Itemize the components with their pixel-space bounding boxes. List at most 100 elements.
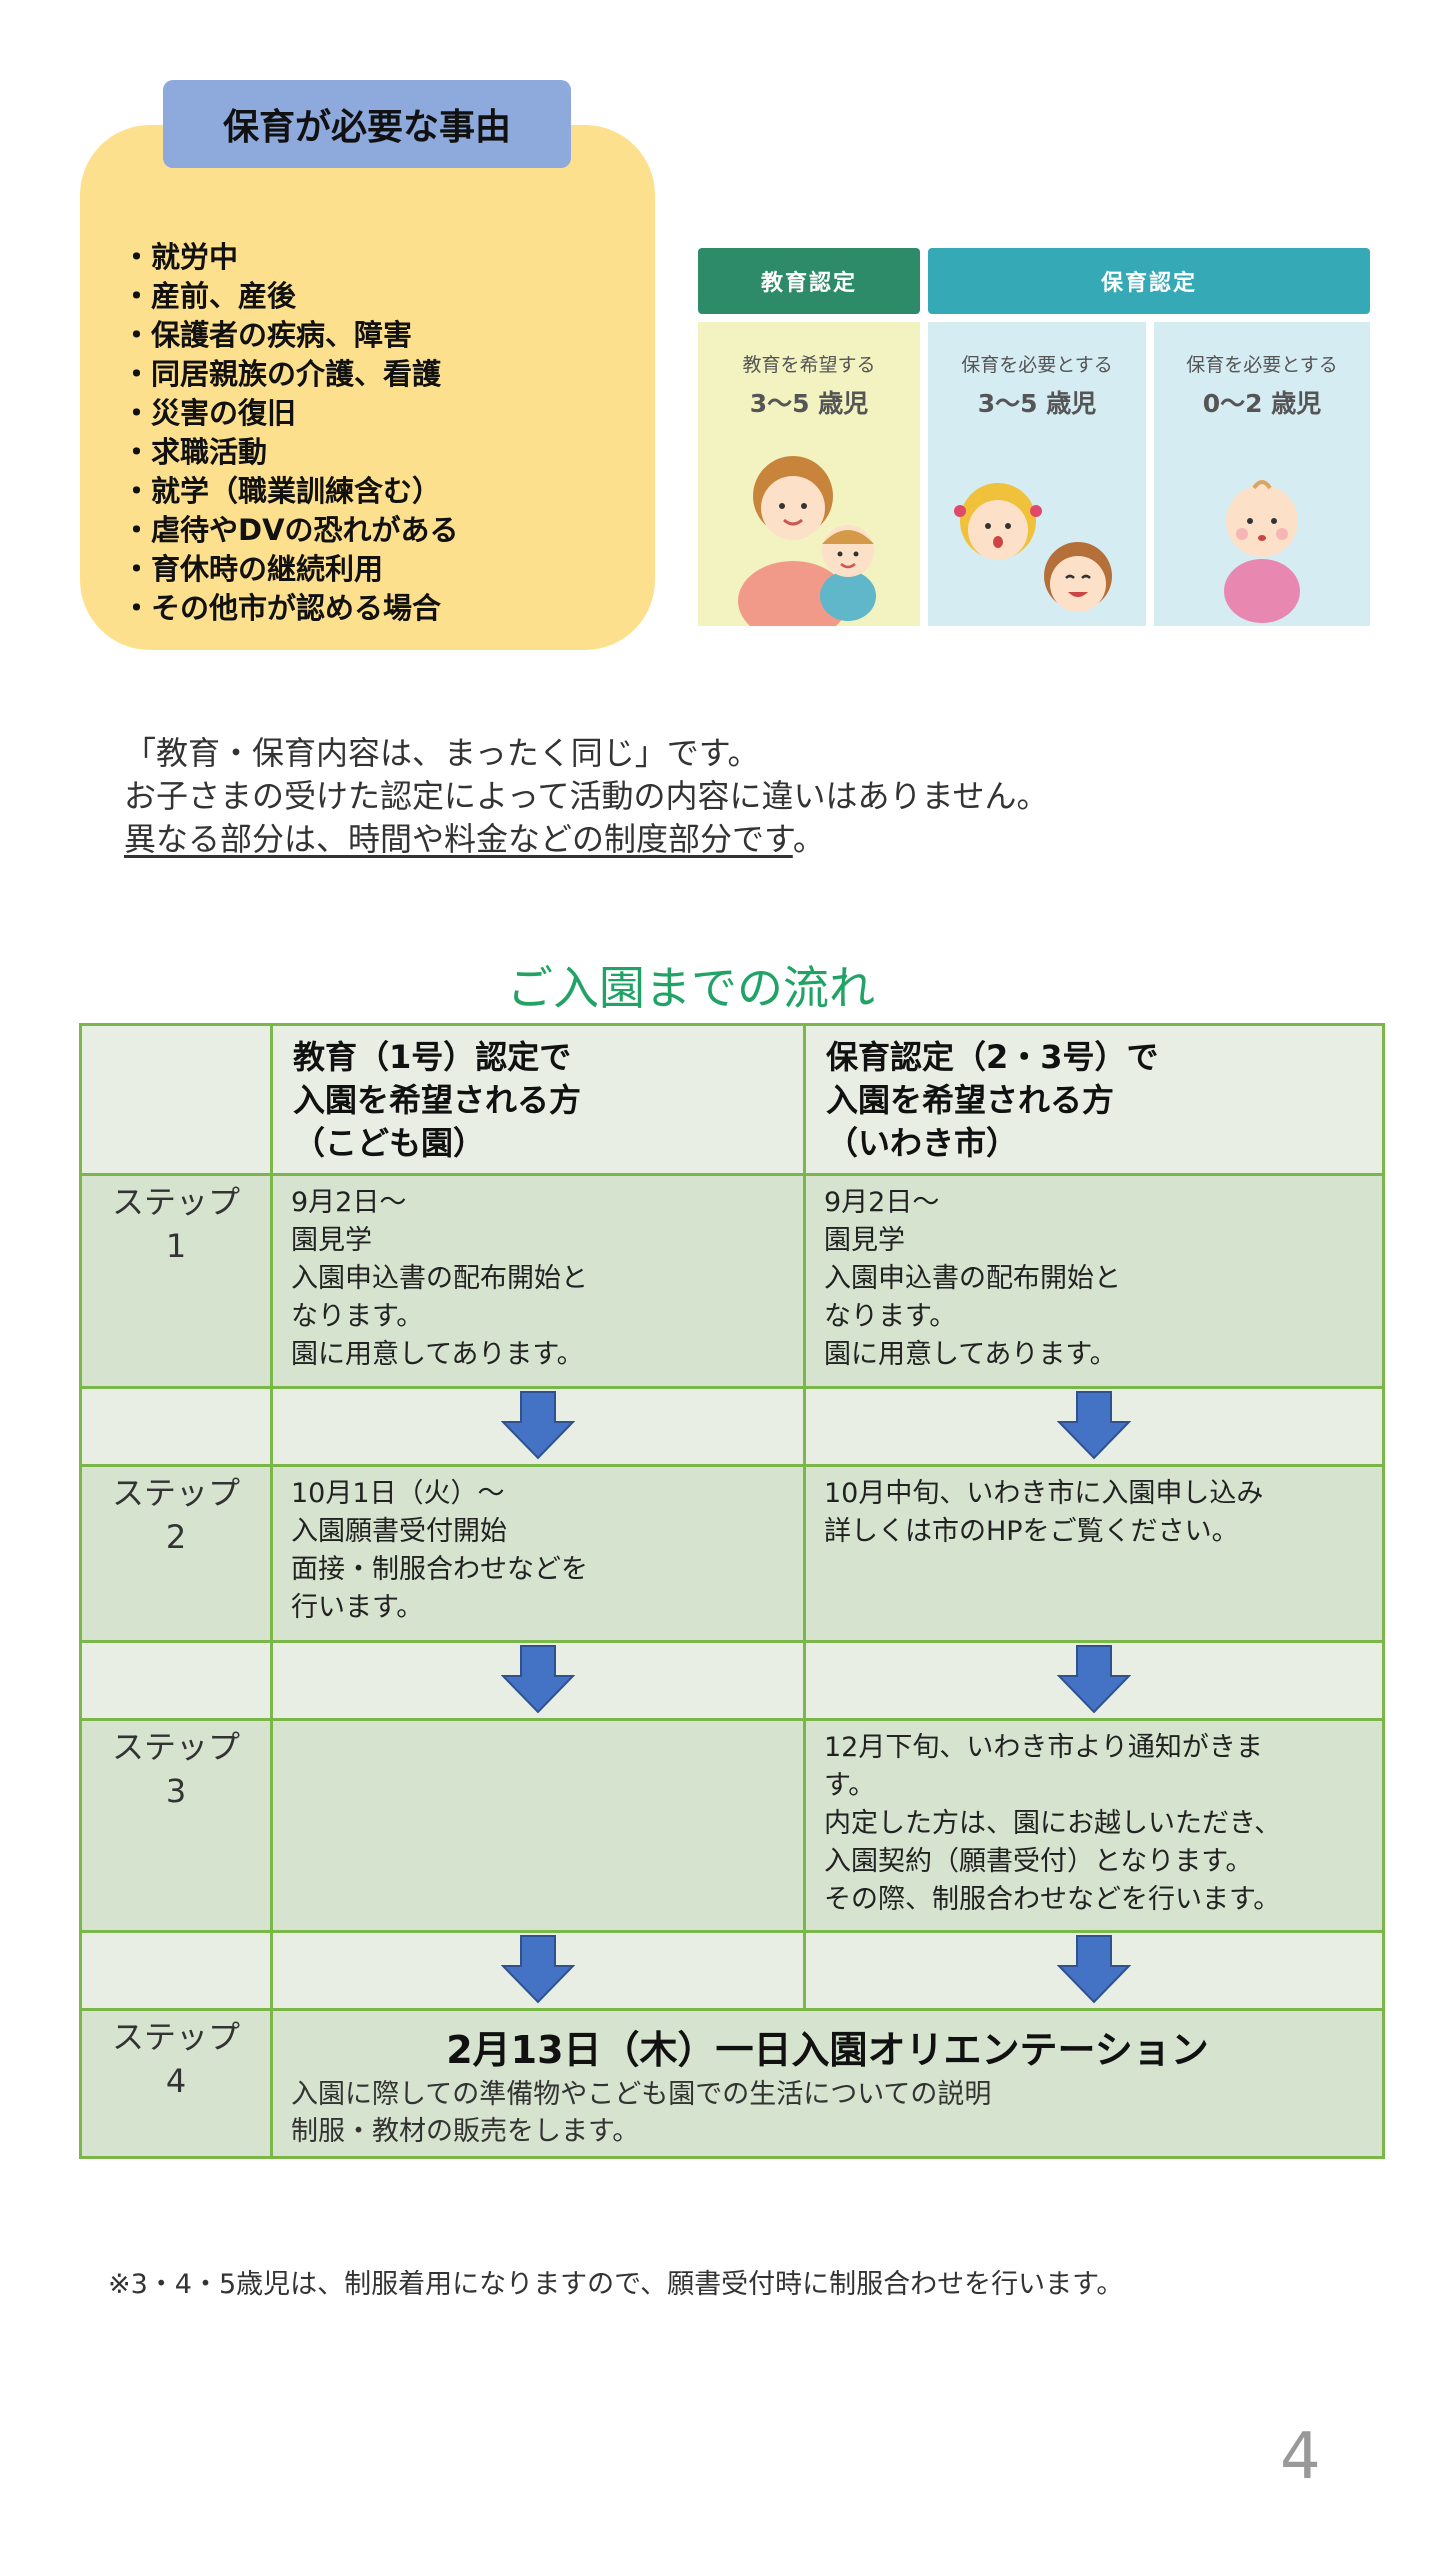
mother-child-illustration [738, 456, 876, 626]
panel-subtitle: 保育を必要とする [961, 354, 1113, 376]
step-number: 1 [165, 1227, 187, 1265]
cell-line: 園見学 [824, 1225, 905, 1256]
cell-line: 9月2日〜 [824, 1187, 940, 1218]
arrow-cell [270, 1930, 806, 2011]
step-label-cell: ステップ 3 [79, 1718, 273, 1933]
footnote: ※3・4・5歳児は、制服着用になりますので、願書受付時に制服合わせを行います。 [108, 2269, 1124, 2300]
header-line: 入園を希望される方 [293, 1081, 582, 1119]
table-row-step-4: ステップ 4 2月13日（木）一日入園オリエンテーション 入園に際しての準備物や… [79, 2008, 1385, 2159]
arrow-cell [270, 1386, 806, 1467]
step-label-cell: ステップ 2 [79, 1464, 273, 1643]
arrow-empty-cell [79, 1930, 273, 2011]
info-underlined-text: 異なる部分は、時間や料金などの制度部分です [124, 820, 793, 858]
arrow-empty-cell [79, 1640, 273, 1721]
step-label-cell: ステップ 4 [79, 2008, 273, 2159]
step2-col1: 10月1日（火）〜 入園願書受付開始 面接・制服合わせなどを 行います。 [270, 1464, 806, 1643]
certification-chart: 教育認定 保育認定 教育を希望する 3〜5 歳児 保育を必要とする 3〜5 歳児 [698, 248, 1370, 626]
step-number: 4 [165, 2062, 187, 2100]
header-line: 保育認定（2・3号）で [826, 1038, 1159, 1076]
orientation-title: 2月13日（木）一日入園オリエンテーション [446, 2028, 1209, 2072]
page-number: 4 [1280, 2420, 1321, 2494]
arrow-row [79, 1386, 1385, 1467]
step-number: 3 [165, 1772, 187, 1810]
cell-line: 詳しくは市のHPをご覧ください。 [824, 1516, 1239, 1547]
arrow-row [79, 1640, 1385, 1721]
panel-age: 3〜5 歳児 [977, 389, 1097, 418]
cell-line: 入園申込書の配布開始と [291, 1263, 588, 1294]
step1-col1: 9月2日〜 園見学 入園申込書の配布開始と なります。 園に用意してあります。 [270, 1173, 806, 1389]
reason-item: ・災害の復旧 [122, 396, 297, 430]
childcare-panel-0to2: 保育を必要とする 0〜2 歳児 [1154, 322, 1370, 626]
info-paragraph: 「教育・保育内容は、まったく同じ」です。 お子さまの受けた認定によって活動の内容… [124, 732, 1048, 861]
arrow-row [79, 1930, 1385, 2011]
step3-col2: 12月下旬、いわき市より通知がきま す。 内定した方は、園にお越しいただき、 入… [803, 1718, 1385, 1933]
panel-subtitle: 教育を希望する [742, 354, 876, 376]
arrow-cell [803, 1930, 1385, 2011]
education-cert-header: 教育認定 [698, 248, 920, 314]
step-label: ステップ [111, 1183, 240, 1221]
cell-line: 10月1日（火）〜 [291, 1478, 505, 1509]
reasons-title: 保育が必要な事由 [163, 80, 571, 168]
reason-item: ・同居親族の介護、看護 [122, 357, 442, 391]
cell-line: 面接・制服合わせなどを [291, 1554, 588, 1585]
cell-line: なります。 [824, 1301, 957, 1332]
reason-item: ・求職活動 [122, 435, 268, 469]
down-arrow-icon [1056, 1644, 1132, 1713]
cell-line: 行います。 [291, 1592, 424, 1623]
info-line: 異なる部分は、時間や料金などの制度部分です。 [124, 818, 1048, 861]
cell-line: 入園申込書の配布開始と [824, 1263, 1121, 1294]
header-col1: 教育（1号）認定で 入園を希望される方 （こども園） [270, 1023, 806, 1176]
down-arrow-icon [500, 1644, 576, 1713]
cell-line: 入園契約（願書受付）となります。 [824, 1846, 1253, 1877]
reason-item: ・就学（職業訓練含む） [122, 474, 442, 508]
cell-line: 10月中旬、いわき市に入園申し込み [824, 1478, 1264, 1509]
cell-line: 制服・教材の販売をします。 [291, 2116, 640, 2147]
cell-line: 9月2日〜 [291, 1187, 407, 1218]
childcare-cert-header: 保育認定 [928, 248, 1370, 314]
table-header-row: 教育（1号）認定で 入園を希望される方 （こども園） 保育認定（2・3号）で 入… [79, 1023, 1385, 1176]
cell-line: その際、制服合わせなどを行います。 [824, 1884, 1281, 1915]
panel-age: 0〜2 歳児 [1202, 389, 1322, 418]
step2-col2: 10月中旬、いわき市に入園申し込み 詳しくは市のHPをご覧ください。 [803, 1464, 1385, 1643]
reasons-list: ・就労中 ・産前、産後 ・保護者の疾病、障害 ・同居親族の介護、看護 ・災害の復… [122, 238, 459, 628]
info-line: 「教育・保育内容は、まったく同じ」です。 [124, 734, 760, 772]
info-period: 。 [792, 820, 825, 858]
header-empty-cell [79, 1023, 273, 1176]
step-number: 2 [165, 1518, 187, 1556]
childcare-panel-3to5: 保育を必要とする 3〜5 歳児 [928, 322, 1146, 626]
education-panel: 教育を希望する 3〜5 歳児 [698, 322, 920, 626]
reason-item: ・虐待やDVの恐れがある [122, 513, 459, 547]
cell-line: す。 [824, 1770, 876, 1801]
table-row-step-2: ステップ 2 10月1日（火）〜 入園願書受付開始 面接・制服合わせなどを 行い… [79, 1464, 1385, 1643]
down-arrow-icon [1056, 1390, 1132, 1459]
header-col2: 保育認定（2・3号）で 入園を希望される方 （いわき市） [803, 1023, 1385, 1176]
reason-item: ・保護者の疾病、障害 [122, 318, 413, 352]
flow-table: 教育（1号）認定で 入園を希望される方 （こども園） 保育認定（2・3号）で 入… [79, 1023, 1385, 2159]
step1-col2: 9月2日〜 園見学 入園申込書の配布開始と なります。 園に用意してあります。 [803, 1173, 1385, 1389]
arrow-cell [803, 1386, 1385, 1467]
info-line: お子さまの受けた認定によって活動の内容に違いはありません。 [124, 777, 1049, 815]
reason-item: ・育休時の継続利用 [122, 552, 384, 586]
reasons-box [80, 125, 655, 650]
table-row-step-3: ステップ 3 12月下旬、いわき市より通知がきま す。 内定した方は、園にお越し… [79, 1718, 1385, 1933]
cell-line: 12月下旬、いわき市より通知がきま [824, 1732, 1263, 1763]
table-row-step-1: ステップ 1 9月2日〜 園見学 入園申込書の配布開始と なります。 園に用意し… [79, 1173, 1385, 1389]
children-illustration [954, 483, 1112, 612]
down-arrow-icon [500, 1390, 576, 1459]
baby-illustration [1224, 480, 1300, 623]
step3-col1 [270, 1718, 806, 1933]
reason-item: ・就労中 [122, 240, 239, 274]
step-label: ステップ [111, 2018, 240, 2056]
down-arrow-icon [1056, 1934, 1132, 2003]
cell-line: 内定した方は、園にお越しいただき、 [824, 1808, 1282, 1839]
cell-line: 入園に際しての準備物やこども園での生活についての説明 [291, 2079, 992, 2110]
arrow-cell [270, 1640, 806, 1721]
reason-item: ・その他市が認める場合 [122, 591, 442, 625]
step-label: ステップ [111, 1474, 240, 1512]
step-label-cell: ステップ 1 [79, 1173, 273, 1389]
arrow-empty-cell [79, 1386, 273, 1467]
panel-subtitle: 保育を必要とする [1186, 354, 1338, 376]
down-arrow-icon [500, 1934, 576, 2003]
arrow-cell [803, 1640, 1385, 1721]
header-line: （いわき市） [826, 1124, 1019, 1162]
